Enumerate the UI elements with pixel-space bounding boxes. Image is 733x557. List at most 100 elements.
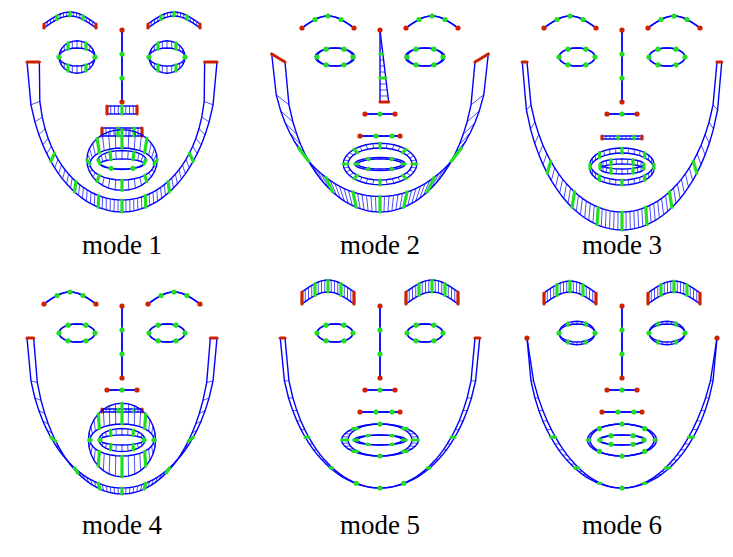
landmark-dot bbox=[404, 330, 409, 335]
displacement-line bbox=[68, 43, 69, 49]
displacement-line bbox=[110, 444, 112, 450]
landmark-dot bbox=[351, 25, 356, 30]
landmark-tick bbox=[380, 100, 389, 103]
landmark-tick bbox=[145, 139, 147, 153]
displacement-line bbox=[354, 149, 357, 152]
displacement-line bbox=[674, 281, 675, 292]
displacement-line bbox=[86, 43, 87, 49]
mode-label: mode 2 bbox=[340, 230, 420, 260]
displacement-line bbox=[318, 282, 319, 294]
displacement-line bbox=[580, 198, 582, 214]
landmark-dot bbox=[455, 25, 460, 30]
displacement-line bbox=[75, 468, 78, 473]
landmark-dot bbox=[567, 13, 572, 18]
mean-contour bbox=[621, 30, 622, 102]
displacement-line bbox=[354, 292, 355, 304]
landmark-tick bbox=[391, 443, 393, 446]
landmark-dot bbox=[608, 433, 613, 438]
landmark-tick bbox=[631, 160, 634, 165]
displacement-line bbox=[633, 211, 635, 229]
mean-contour bbox=[590, 148, 654, 180]
displacement-line bbox=[125, 200, 126, 212]
mode-label: mode 5 bbox=[340, 510, 420, 540]
landmark-dot bbox=[440, 54, 445, 59]
landmark-dot bbox=[377, 303, 382, 308]
mode-contour bbox=[544, 281, 596, 293]
landmark-tick bbox=[456, 292, 459, 304]
displacement-line bbox=[129, 106, 130, 114]
landmark-dot bbox=[619, 421, 624, 426]
displacement-line bbox=[110, 199, 111, 211]
landmark-dot bbox=[119, 75, 124, 80]
displacement-line bbox=[167, 66, 168, 73]
landmark-tick bbox=[84, 43, 87, 49]
displacement-line bbox=[689, 168, 692, 181]
displacement-line bbox=[380, 78, 386, 79]
landmark-tick bbox=[75, 182, 76, 192]
landmark-dot bbox=[119, 51, 124, 56]
displacement-line bbox=[94, 449, 95, 461]
displacement-line bbox=[551, 437, 556, 438]
displacement-line bbox=[709, 122, 713, 129]
displacement-line bbox=[353, 451, 358, 452]
displacement-line bbox=[144, 483, 146, 489]
displacement-line bbox=[334, 281, 335, 293]
displacement-line bbox=[654, 203, 656, 220]
landmark-tick bbox=[640, 136, 643, 139]
landmark-tick bbox=[428, 177, 435, 191]
landmark-dot bbox=[341, 62, 346, 67]
landmark-dot bbox=[404, 54, 409, 59]
landmark-tick bbox=[643, 482, 645, 485]
landmark-tick bbox=[131, 444, 135, 450]
mode-label: mode 1 bbox=[82, 230, 162, 260]
landmark-dot bbox=[119, 375, 124, 380]
face-mode bbox=[27, 289, 217, 494]
landmark-tick bbox=[330, 466, 332, 469]
landmark-dot bbox=[556, 54, 561, 59]
displacement-line bbox=[403, 451, 408, 452]
displacement-line bbox=[162, 66, 163, 73]
landmark-dot bbox=[377, 375, 382, 380]
displacement-line bbox=[448, 285, 449, 297]
displacement-line bbox=[128, 180, 130, 190]
displacement-line bbox=[412, 164, 417, 165]
displacement-line bbox=[140, 177, 142, 185]
landmark-dot bbox=[645, 25, 650, 30]
displacement-line bbox=[152, 148, 155, 158]
displacement-line bbox=[139, 453, 141, 470]
landmark-dot bbox=[597, 437, 602, 442]
landmark-tick bbox=[451, 436, 455, 439]
displacement-line bbox=[122, 456, 123, 477]
displacement-line bbox=[130, 128, 131, 136]
landmark-tick bbox=[172, 12, 175, 16]
displacement-line bbox=[141, 197, 142, 209]
landmark-dot bbox=[119, 99, 124, 104]
displacement-line bbox=[644, 153, 645, 158]
displacement-line bbox=[183, 165, 186, 174]
mode-contour bbox=[342, 424, 419, 456]
mode-contour bbox=[379, 306, 380, 378]
mode-contour bbox=[98, 151, 146, 170]
landmark-tick bbox=[643, 153, 646, 158]
landmark-dot bbox=[556, 330, 561, 335]
displacement-line bbox=[27, 338, 34, 339]
landmark-tick bbox=[685, 285, 688, 296]
displacement-line bbox=[68, 65, 69, 71]
mode-contour bbox=[559, 321, 595, 344]
displacement-line bbox=[145, 451, 146, 466]
mode-contour bbox=[649, 48, 685, 66]
mode-contour bbox=[302, 280, 354, 292]
displacement-line bbox=[380, 54, 383, 55]
landmark-dot bbox=[619, 327, 624, 332]
landmark-tick bbox=[97, 196, 101, 208]
mean-contour bbox=[358, 159, 402, 169]
displacement-line bbox=[102, 135, 104, 151]
landmark-dot bbox=[673, 47, 678, 52]
landmark-tick bbox=[116, 409, 119, 412]
landmark-tick bbox=[443, 284, 446, 296]
displacement-line bbox=[627, 159, 628, 164]
displacement-line bbox=[86, 190, 88, 201]
displacement-line bbox=[114, 128, 115, 136]
displacement-line bbox=[667, 282, 668, 293]
landmark-tick bbox=[717, 60, 722, 63]
